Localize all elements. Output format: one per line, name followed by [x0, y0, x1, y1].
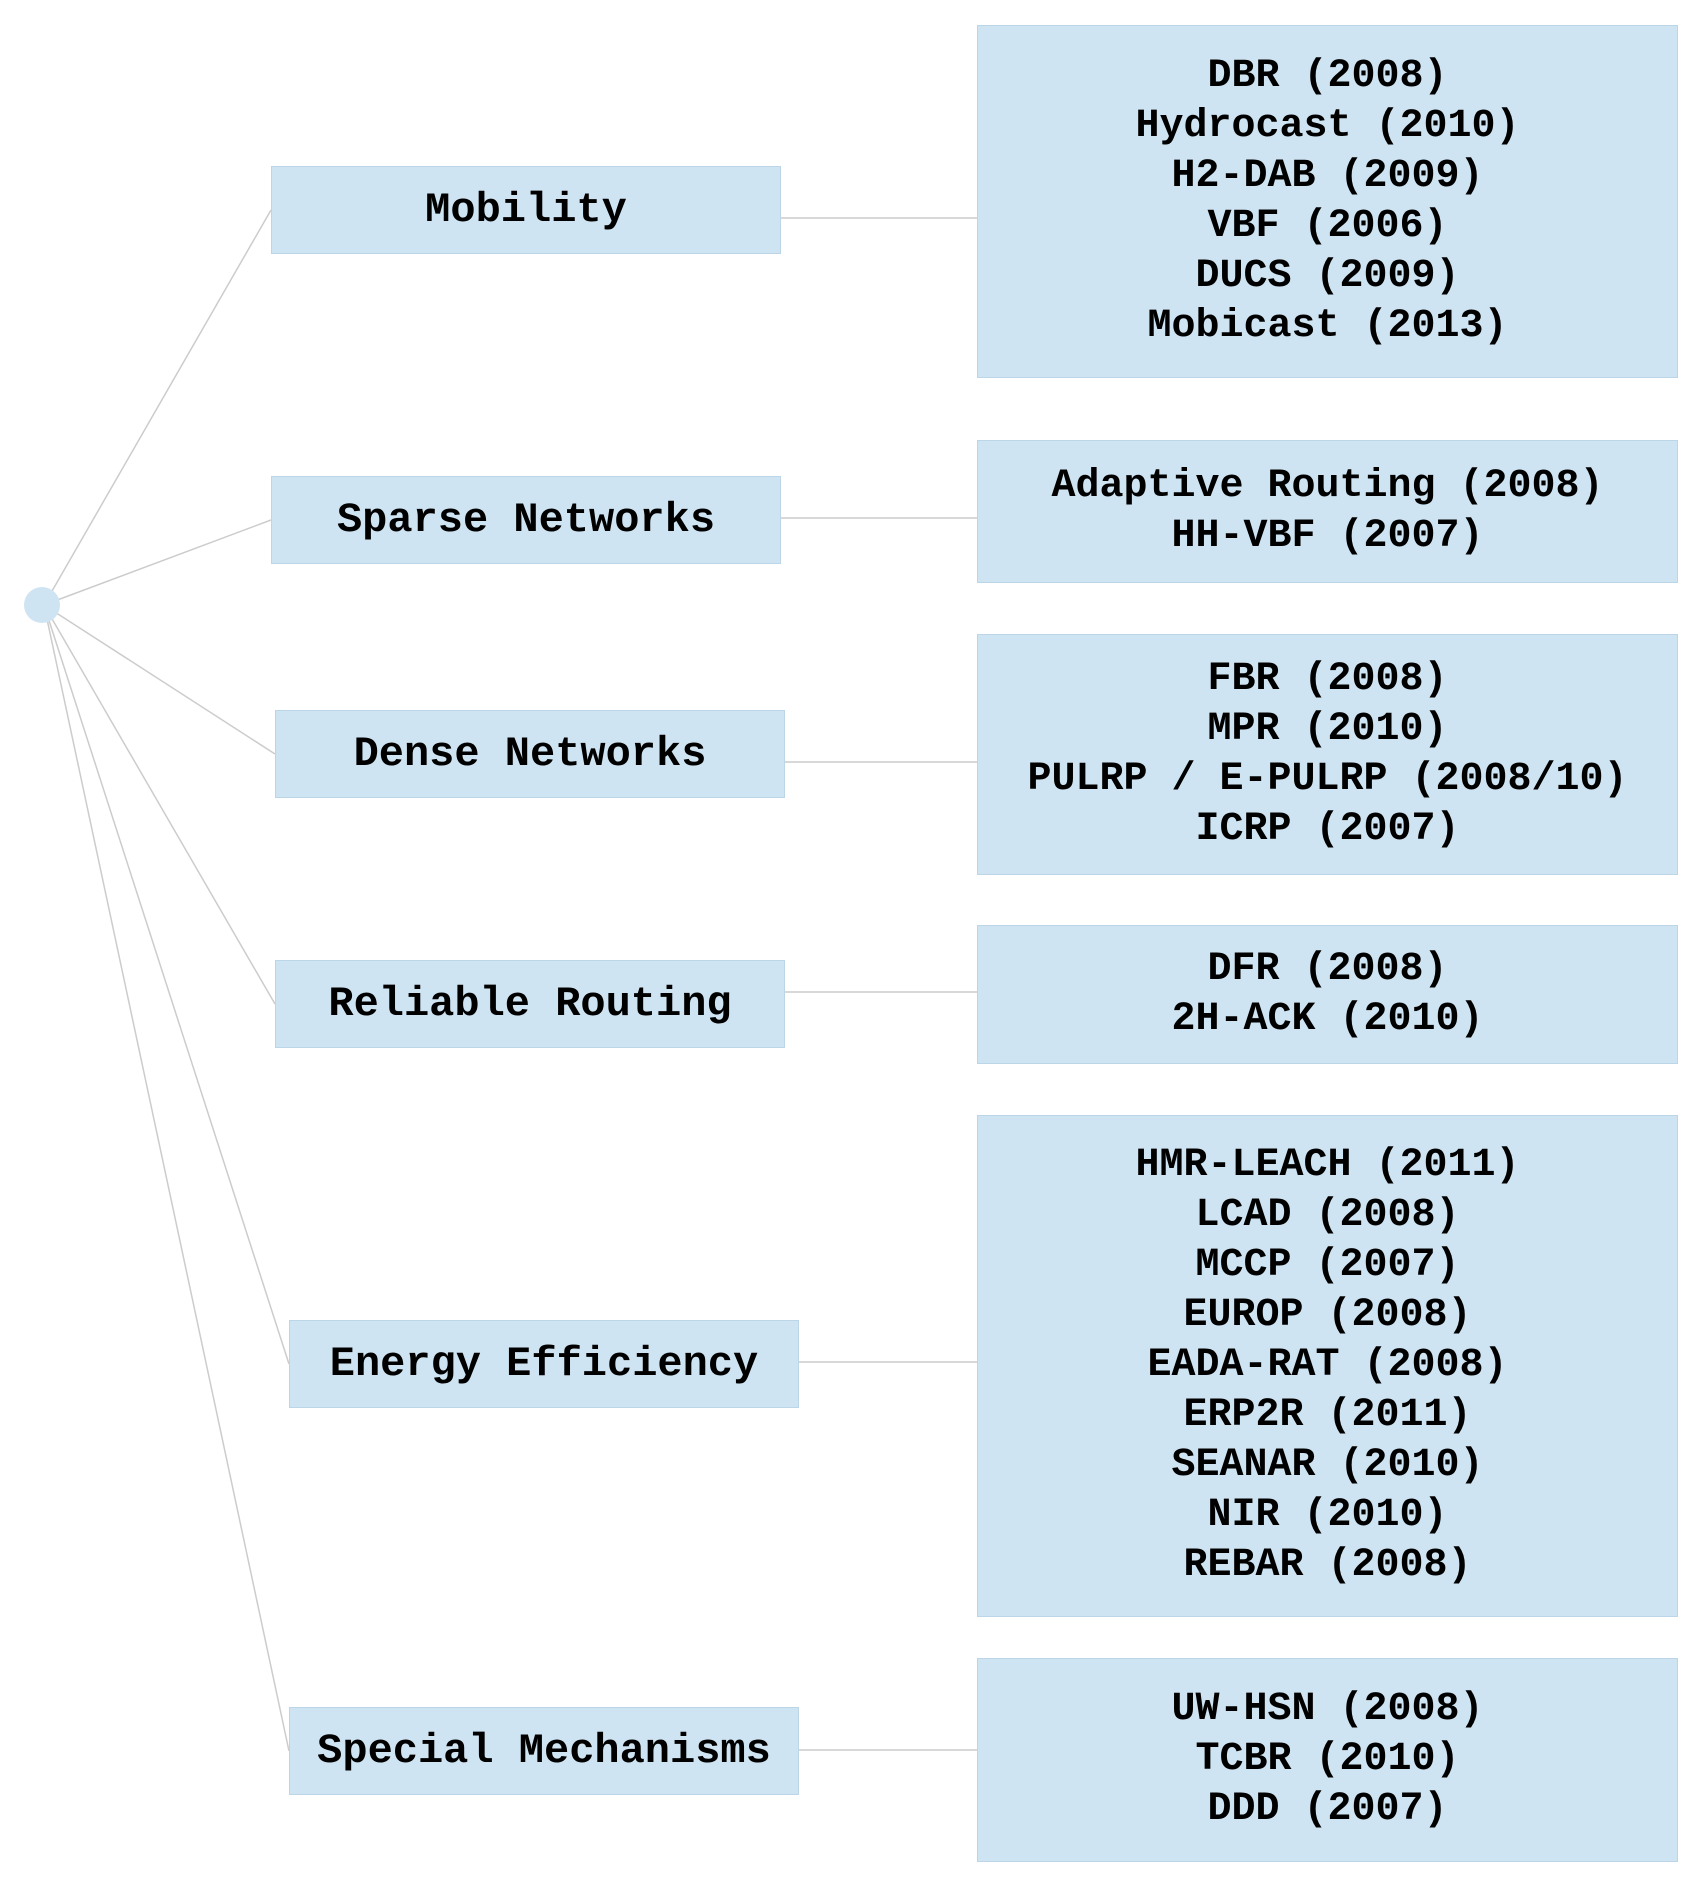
leaf-box-reliable-routing: DFR (2008) 2H-ACK (2010) [977, 925, 1678, 1064]
leaf-box-energy-efficiency: HMR-LEACH (2011) LCAD (2008) MCCP (2007)… [977, 1115, 1678, 1617]
leaf-item: Hydrocast (2010) [1135, 103, 1520, 149]
category-reliable-routing: Reliable Routing [275, 960, 785, 1048]
category-dense-networks: Dense Networks [275, 710, 785, 798]
category-label: Reliable Routing [328, 980, 732, 1028]
leaf-item: DFR (2008) [1207, 946, 1448, 992]
root-connector [43, 604, 276, 1005]
leaf-item: NIR (2010) [1207, 1493, 1448, 1538]
category-mobility: Mobility [271, 166, 781, 254]
root-node [24, 587, 60, 623]
leaf-item: ICRP (2007) [1195, 806, 1460, 852]
leaf-box-mobility: DBR (2008) Hydrocast (2010) H2-DAB (2009… [977, 25, 1678, 378]
leaf-item: FBR (2008) [1207, 656, 1448, 702]
leaf-box-dense-networks: FBR (2008) MPR (2010) PULRP / E-PULRP (2… [977, 634, 1678, 875]
category-label: Energy Efficiency [329, 1340, 759, 1388]
category-sparse-networks: Sparse Networks [271, 476, 781, 564]
leaf-item: Adaptive Routing (2008) [1051, 463, 1604, 509]
leaf-item: REBAR (2008) [1183, 1543, 1472, 1588]
leaf-item: TCBR (2010) [1195, 1737, 1460, 1782]
leaf-item: 2H-ACK (2010) [1171, 996, 1484, 1042]
root-connector [43, 604, 276, 755]
leaf-item: MCCP (2007) [1195, 1243, 1460, 1288]
leaf-item: PULRP / E-PULRP (2008/10) [1027, 756, 1628, 802]
category-energy-efficiency: Energy Efficiency [289, 1320, 799, 1408]
leaf-box-special-mechanisms: UW-HSN (2008) TCBR (2010) DDD (2007) [977, 1658, 1678, 1862]
leaf-item: HMR-LEACH (2011) [1135, 1143, 1520, 1188]
leaf-item: DBR (2008) [1207, 53, 1448, 99]
root-connector [43, 519, 272, 606]
root-connector [43, 604, 290, 1365]
category-special-mechanisms: Special Mechanisms [289, 1707, 799, 1795]
leaf-item: DUCS (2009) [1195, 253, 1460, 299]
leaf-item: SEANAR (2010) [1171, 1443, 1484, 1488]
leaf-item: HH-VBF (2007) [1171, 513, 1484, 559]
root-connector [43, 209, 272, 606]
leaf-item: VBF (2006) [1207, 203, 1448, 249]
leaf-item: ERP2R (2011) [1183, 1393, 1472, 1438]
category-label: Mobility [425, 186, 627, 234]
leaf-item: DDD (2007) [1207, 1787, 1448, 1832]
category-label: Special Mechanisms [317, 1727, 771, 1775]
leaf-item: EADA-RAT (2008) [1147, 1343, 1508, 1388]
leaf-item: EUROP (2008) [1183, 1293, 1472, 1338]
category-label: Dense Networks [353, 730, 707, 778]
leaf-item: MPR (2010) [1207, 706, 1448, 752]
leaf-item: UW-HSN (2008) [1171, 1687, 1484, 1732]
root-connector [43, 604, 290, 1752]
leaf-item: H2-DAB (2009) [1171, 153, 1484, 199]
leaf-item: LCAD (2008) [1195, 1193, 1460, 1238]
leaf-item: Mobicast (2013) [1147, 303, 1508, 349]
leaf-box-sparse-networks: Adaptive Routing (2008) HH-VBF (2007) [977, 440, 1678, 583]
category-label: Sparse Networks [336, 496, 716, 544]
